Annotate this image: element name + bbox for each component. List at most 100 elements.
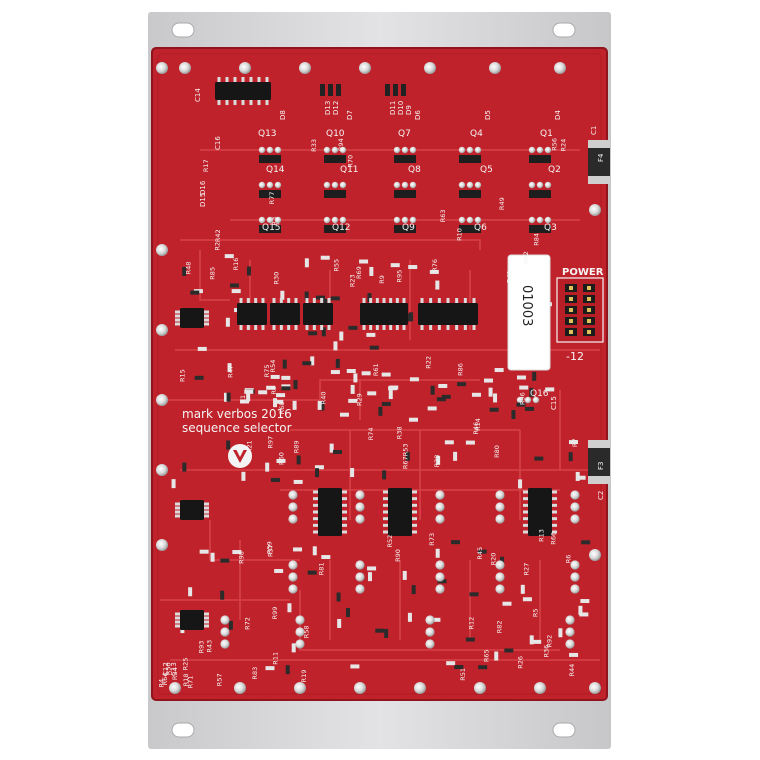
mount-pad: [156, 62, 168, 74]
component-label: R61: [372, 363, 380, 376]
smd-part: [454, 665, 464, 670]
ic-body: [360, 303, 408, 325]
ic-pin: [412, 517, 417, 521]
transistor-body: [394, 190, 416, 198]
smd-part: [188, 587, 193, 597]
smd-part: [408, 417, 418, 422]
ic-pin: [265, 100, 269, 105]
fuse-f3-label: F3: [597, 462, 605, 470]
smd-part: [223, 392, 228, 402]
ic-pin: [552, 510, 557, 514]
ic-pin: [463, 298, 467, 303]
smd-part: [281, 386, 291, 391]
ic-pin: [175, 510, 180, 514]
component-label: R71: [187, 676, 195, 689]
smd-part: [411, 585, 416, 595]
credit-block: mark verbos 2016 sequence selector: [182, 407, 292, 468]
smd-part: [317, 400, 322, 410]
smd-part: [529, 387, 534, 397]
component-label: Q5: [480, 165, 493, 175]
transistor-pad: [544, 216, 552, 224]
smd-part: [227, 363, 232, 373]
ic-pin: [402, 325, 406, 330]
ic-chip: [303, 298, 333, 330]
copper-trace: [209, 520, 300, 561]
smd-part: [314, 465, 324, 470]
edge-pad-bottom: [354, 682, 366, 694]
component-label: D10: [397, 101, 405, 115]
component-label: R90: [394, 549, 402, 562]
edge-pad-top: [424, 62, 436, 74]
smd-part: [315, 468, 320, 478]
ic-pin: [204, 514, 209, 518]
component-label: D11: [389, 101, 397, 115]
transistor-pad: [544, 146, 552, 154]
component-label: R33: [310, 139, 318, 152]
smd-part: [388, 386, 398, 391]
smd-part: [504, 648, 514, 653]
transistor-pad: [466, 216, 474, 224]
smd-part: [330, 296, 340, 301]
ic-pin: [395, 298, 399, 303]
jack-pad: [570, 490, 580, 500]
ic-body: [180, 610, 204, 630]
ic-pin: [313, 530, 318, 534]
ic-chip: [237, 298, 267, 330]
ic-pin: [383, 490, 388, 494]
smd-part: [274, 568, 284, 573]
ic-pin: [233, 77, 237, 82]
component-label: R65: [483, 649, 491, 662]
component-label: R60: [277, 452, 285, 465]
jack-pad: [355, 584, 365, 594]
component-label: R64: [161, 673, 169, 686]
component-label: Q7: [398, 129, 411, 139]
smd-part: [465, 637, 475, 642]
transistor-body: [529, 225, 551, 233]
ic-chip: [175, 500, 209, 520]
smd-part: [287, 603, 292, 613]
ic-pin: [261, 298, 265, 303]
transistor-body: [259, 155, 281, 163]
component-label: R38: [395, 426, 403, 439]
ic-pin: [175, 514, 180, 518]
component-label: R27: [523, 563, 531, 576]
smd-part: [516, 375, 526, 380]
ic-chip: [270, 298, 300, 330]
transistor-body: [459, 190, 481, 198]
smd-part: [451, 540, 461, 545]
ic-pin: [246, 298, 250, 303]
component-label: R83: [251, 667, 259, 680]
component-label: R15: [178, 369, 186, 382]
component-label: R30: [272, 272, 280, 285]
ic-pin: [523, 503, 528, 507]
transistor-pad: [274, 146, 282, 154]
ic-pin: [342, 517, 347, 521]
smd-part: [436, 455, 441, 465]
smd-part: [336, 592, 341, 602]
jack-pad: [288, 490, 298, 500]
component-label: R97: [267, 436, 275, 449]
component-label: D4: [554, 110, 562, 120]
smd-part: [224, 254, 234, 259]
transistor-pad: [401, 146, 409, 154]
transistor-pad: [409, 146, 417, 154]
component-label: R74: [367, 427, 375, 440]
transistor-pad: [528, 146, 536, 154]
smd-part: [339, 331, 344, 341]
transistor-pad: [474, 146, 482, 154]
smd-part: [293, 547, 303, 552]
smd-part: [273, 398, 278, 408]
component-label: R25: [182, 658, 190, 671]
diode-pack: [385, 84, 390, 96]
smd-part: [348, 398, 358, 403]
ic-pin: [204, 510, 209, 514]
ic-pin: [383, 523, 388, 527]
transistor-pad: [409, 216, 417, 224]
component-label: R40: [319, 392, 327, 405]
smd-part: [367, 572, 372, 582]
ic-pin: [420, 325, 424, 330]
smd-part: [477, 549, 487, 554]
smd-part: [369, 345, 379, 350]
component-label: D15: [199, 193, 207, 207]
smd-part: [199, 549, 209, 554]
